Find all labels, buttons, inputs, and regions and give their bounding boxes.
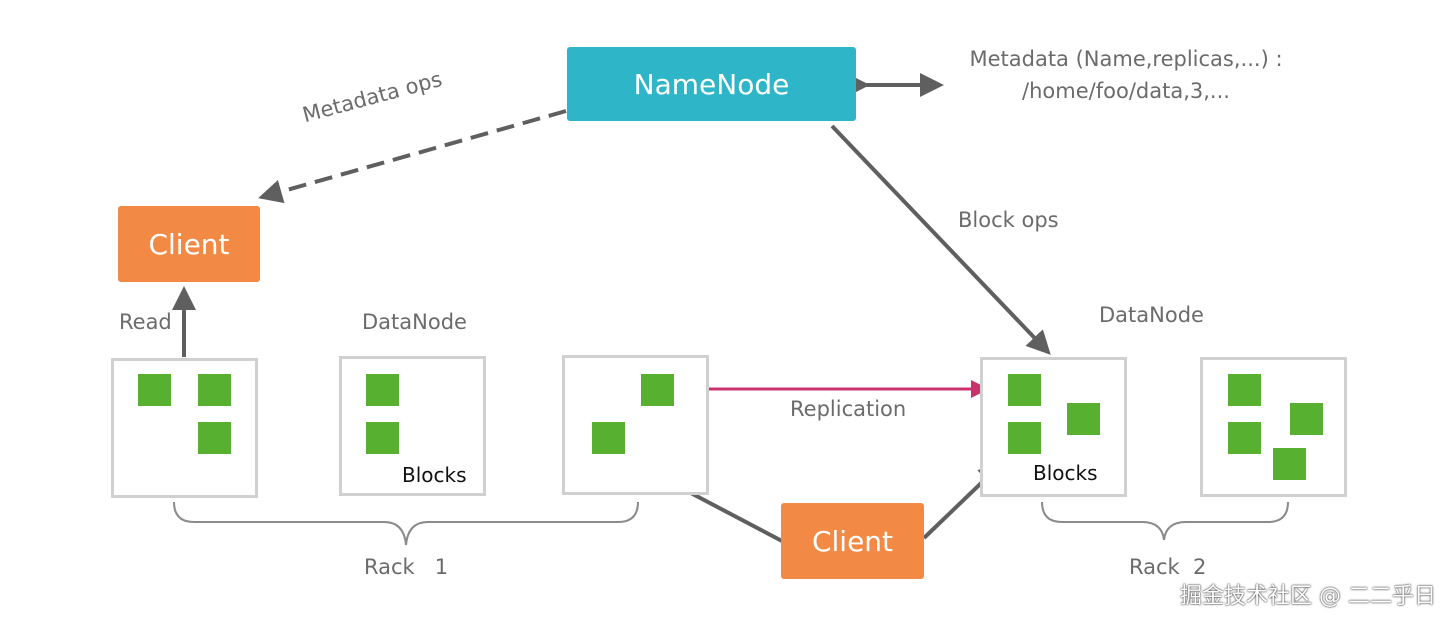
client-bottom-label: Client <box>811 524 894 558</box>
client-bottom-box: Client <box>781 503 924 579</box>
block <box>1067 403 1100 435</box>
metadata-line-2: /home/foo/data,3,... <box>1022 79 1230 103</box>
datanode-2: Blocks <box>339 356 486 496</box>
namenode-box: NameNode <box>567 47 856 121</box>
namenode-label: NameNode <box>633 67 790 101</box>
block <box>1228 374 1261 406</box>
block <box>366 374 399 406</box>
client-top-label: Client <box>148 227 230 261</box>
blocks-label: Blocks <box>402 463 467 487</box>
block <box>1273 448 1306 480</box>
block <box>1290 403 1323 435</box>
blocks-label: Blocks <box>1033 461 1098 485</box>
replication-label: Replication <box>790 397 907 421</box>
datanode-right-label: DataNode <box>1099 303 1204 327</box>
block <box>366 422 399 454</box>
block-ops-arrow <box>830 124 1051 355</box>
metadata-line-1: Metadata (Name,replicas,...) : <box>969 47 1283 71</box>
datanode-left-label: DataNode <box>362 310 467 334</box>
block <box>1008 422 1041 454</box>
read-label: Read <box>119 310 172 334</box>
block <box>1008 374 1041 406</box>
datanode-1 <box>111 358 258 498</box>
rack2-label: Rack 2 <box>1129 555 1207 579</box>
datanode-3 <box>562 355 709 495</box>
client-top-box: Client <box>118 206 260 282</box>
rack1-brace <box>173 501 639 546</box>
rack2-brace <box>1041 501 1289 541</box>
block <box>641 374 674 406</box>
block-ops-label: Block ops <box>958 208 1059 232</box>
block <box>592 422 625 454</box>
block <box>1228 422 1261 454</box>
block <box>138 374 171 406</box>
block <box>198 374 231 406</box>
metadata-info: Metadata (Name,replicas,...) : /home/foo… <box>966 43 1286 107</box>
block <box>198 422 231 454</box>
rack1-label: Rack 1 <box>364 555 449 579</box>
datanode-4: Blocks <box>980 357 1127 497</box>
watermark: 掘金技术社区 @ 二二乎日 <box>1180 584 1436 609</box>
datanode-5 <box>1200 357 1347 497</box>
